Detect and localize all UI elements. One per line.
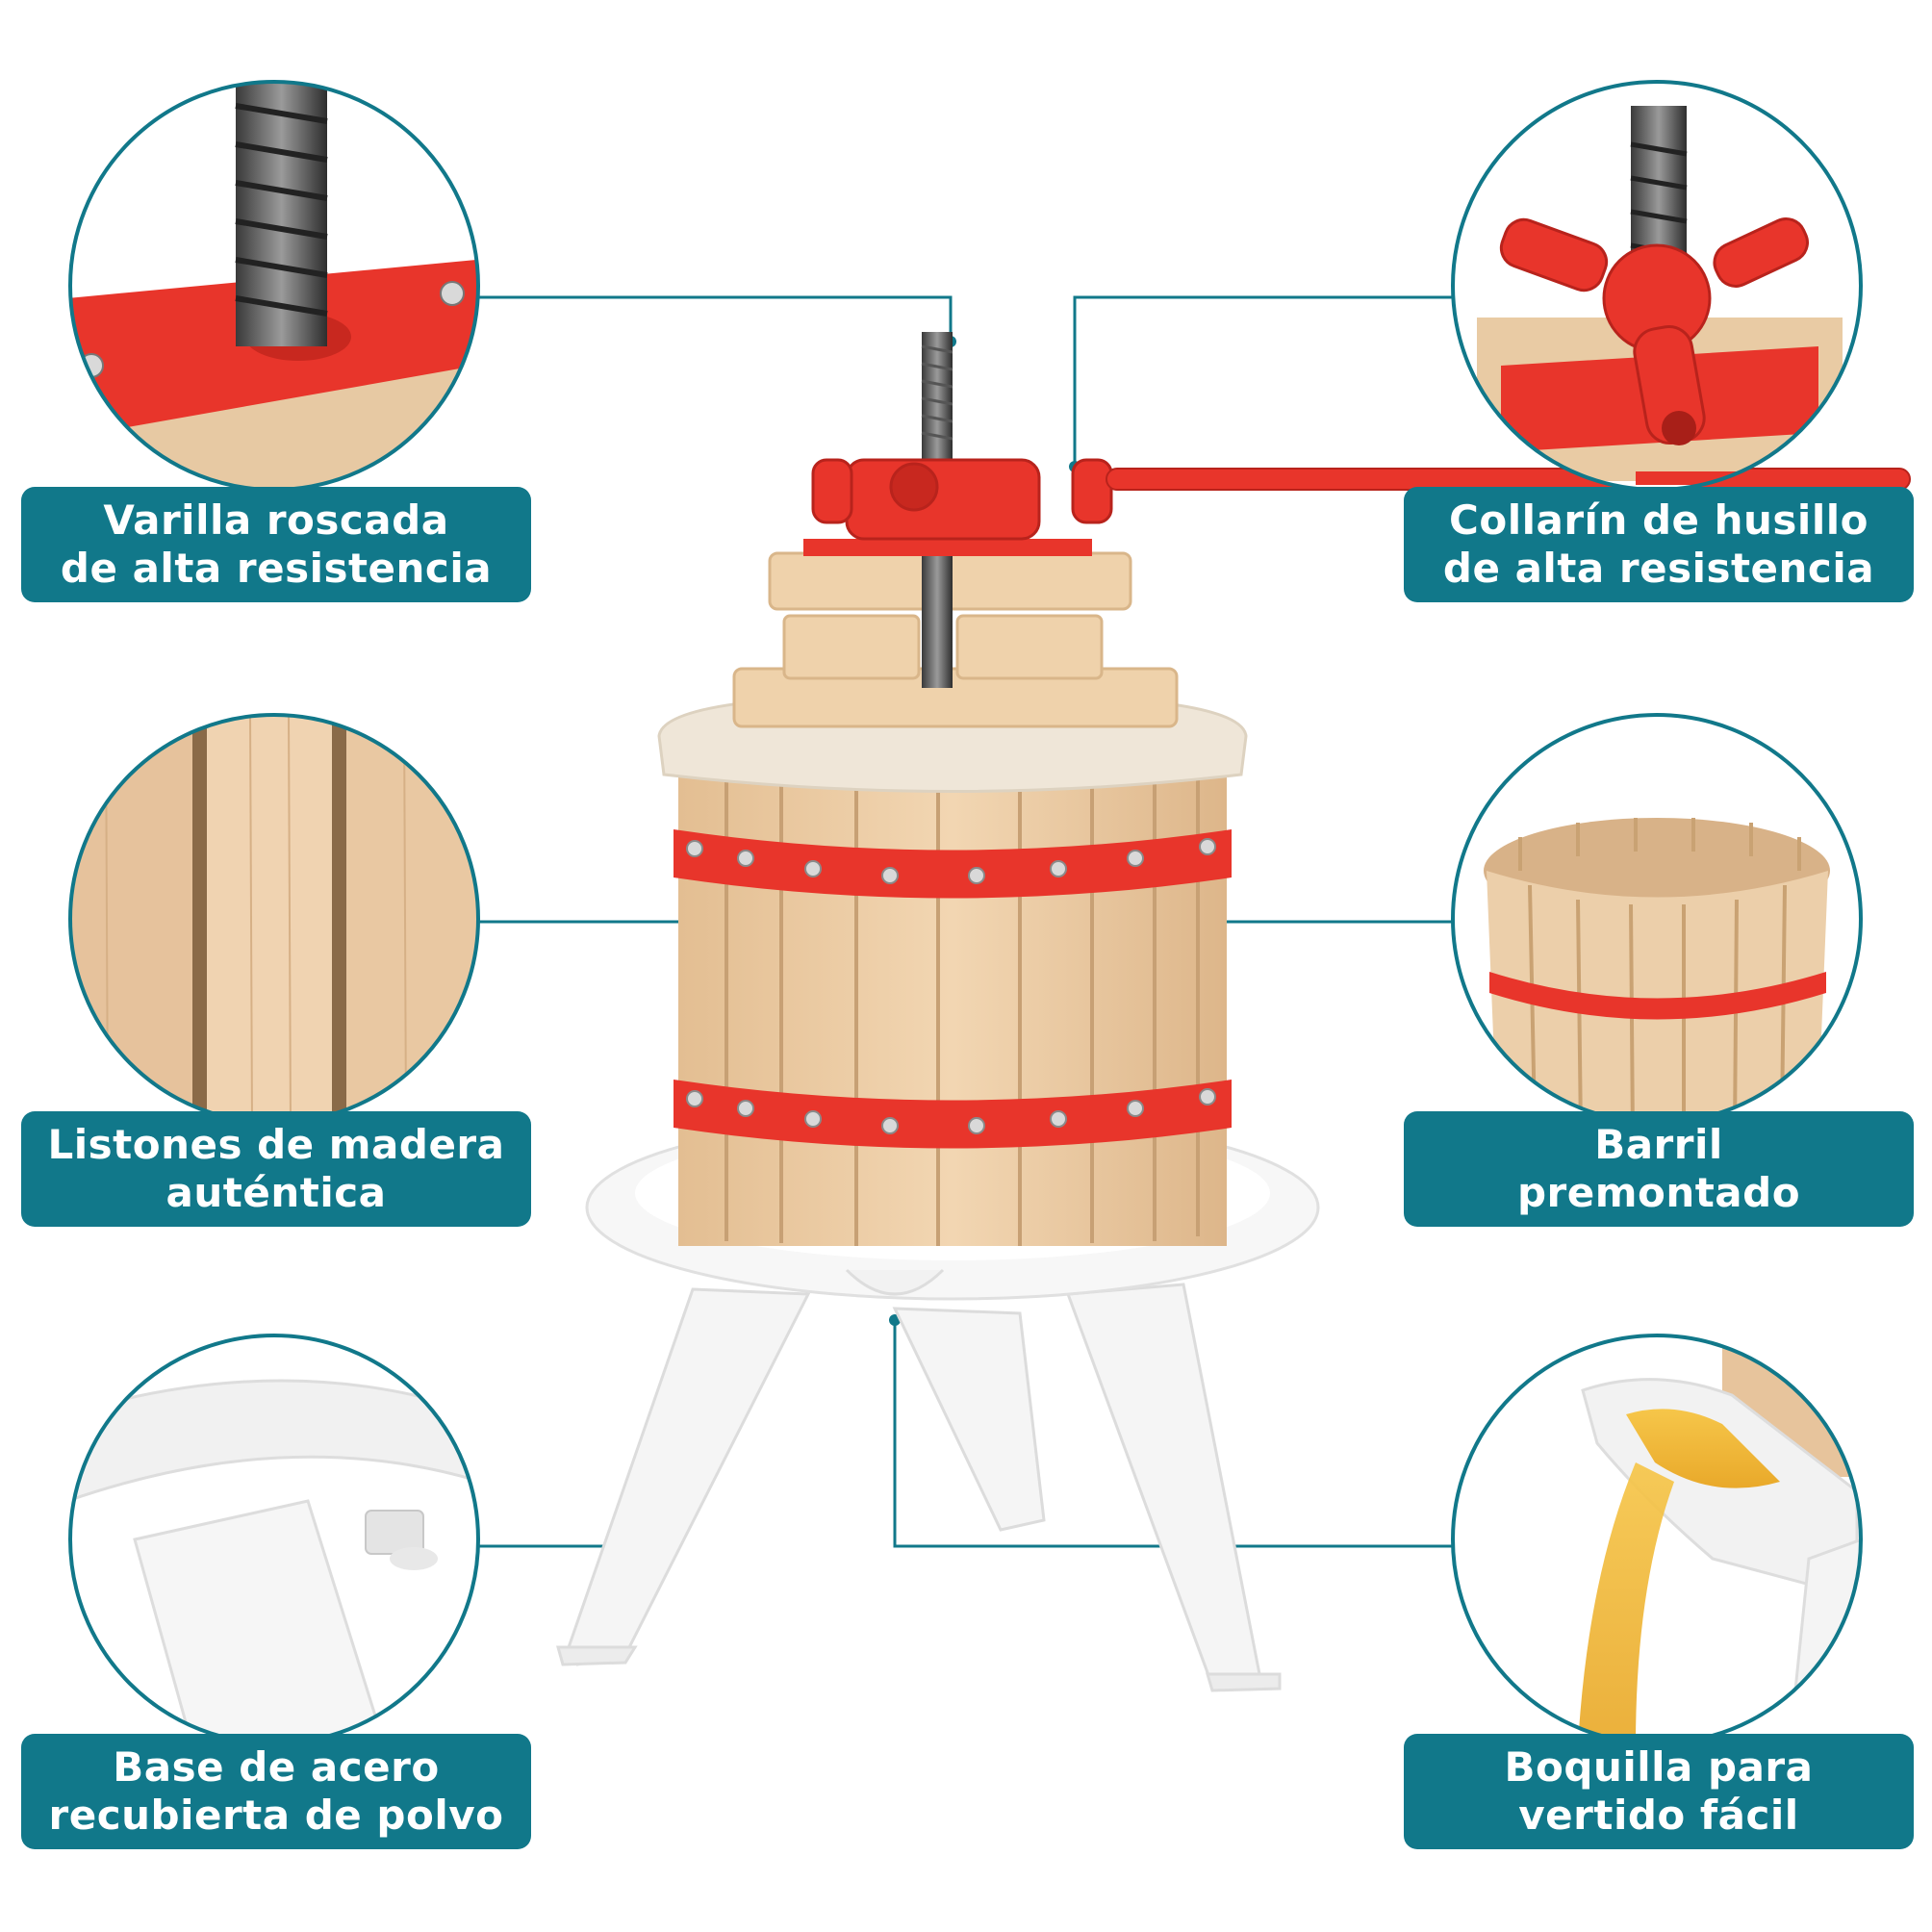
pressing-blocks xyxy=(732,551,1179,728)
barrel-bands xyxy=(674,829,1232,1149)
spindle-collar xyxy=(811,458,1113,541)
label-spindle-collar: Collarín de husillo de alta resistencia xyxy=(1404,487,1914,602)
label-steel-base: Base de acero recubierta de polvo xyxy=(21,1734,531,1849)
label-line: Base de acero xyxy=(113,1743,440,1791)
detail-wood-slats xyxy=(68,713,480,1125)
label-barrel: Barril premontado xyxy=(1404,1111,1914,1227)
label-line: vertido fácil xyxy=(1518,1792,1799,1839)
label-wood-slats: Listones de madera auténtica xyxy=(21,1111,531,1227)
label-threaded-rod: Varilla roscada de alta resistencia xyxy=(21,487,531,602)
label-line: de alta resistencia xyxy=(60,545,493,592)
press-plate xyxy=(803,539,1092,556)
detail-barrel xyxy=(1451,713,1863,1125)
label-line: Varilla roscada xyxy=(103,496,449,544)
detail-steel-base xyxy=(68,1334,480,1745)
label-line: de alta resistencia xyxy=(1442,545,1875,592)
label-line: premontado xyxy=(1516,1169,1801,1216)
detail-spindle-collar xyxy=(1451,80,1863,492)
label-line: auténtica xyxy=(165,1169,387,1216)
detail-pour-spout xyxy=(1451,1334,1863,1745)
label-line: Boquilla para xyxy=(1504,1743,1814,1791)
fruit-press xyxy=(556,332,1911,1692)
detail-threaded-rod xyxy=(68,80,480,492)
press-legs xyxy=(556,1283,1282,1692)
label-line: Listones de madera xyxy=(47,1121,505,1168)
label-pour-spout: Boquilla para vertido fácil xyxy=(1404,1734,1914,1849)
connector-lines xyxy=(478,295,1453,1548)
band-screws xyxy=(686,838,1216,1134)
label-line: recubierta de polvo xyxy=(48,1792,504,1839)
label-line: Collarín de husillo xyxy=(1449,496,1868,544)
barrel-staves xyxy=(678,760,1227,1246)
label-line: Barril xyxy=(1594,1121,1723,1168)
